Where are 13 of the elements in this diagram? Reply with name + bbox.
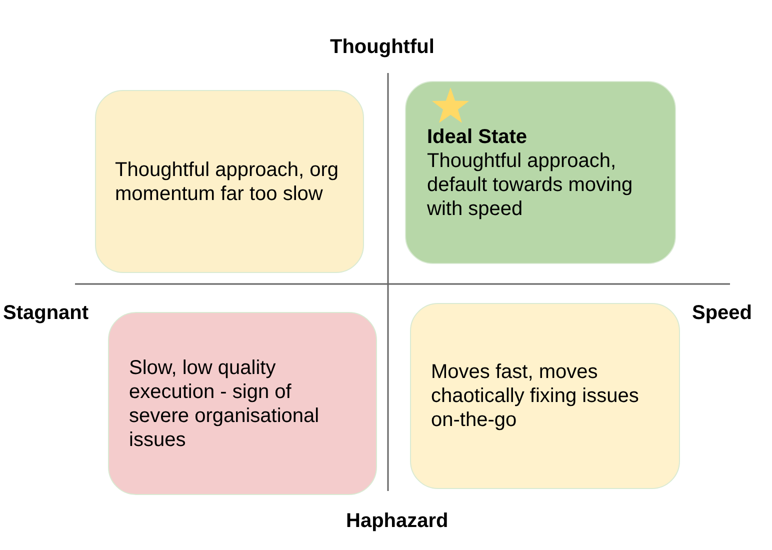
box-description: Thoughtful approach, org momentum far too slow [115,158,340,206]
quadrant-box [95,90,364,273]
axis-label-left: Stagnant [3,302,89,325]
quadrant-box [108,312,377,495]
quadrant-box [405,81,676,264]
axis-label-right: Speed [692,302,752,325]
axis-label-bottom: Haphazard [346,510,448,533]
quadrant-box [410,303,680,489]
box-heading: Ideal State [427,125,528,149]
axis-label-top: Thoughtful [330,36,434,59]
box-description: Moves fast, moves chaotically fixing issues on-the-go [431,360,640,432]
box-description: Slow, low quality execution - sign of severe organisational issues [129,356,320,452]
box-description: Thoughtful approach, default towards moving with speed [427,149,634,221]
